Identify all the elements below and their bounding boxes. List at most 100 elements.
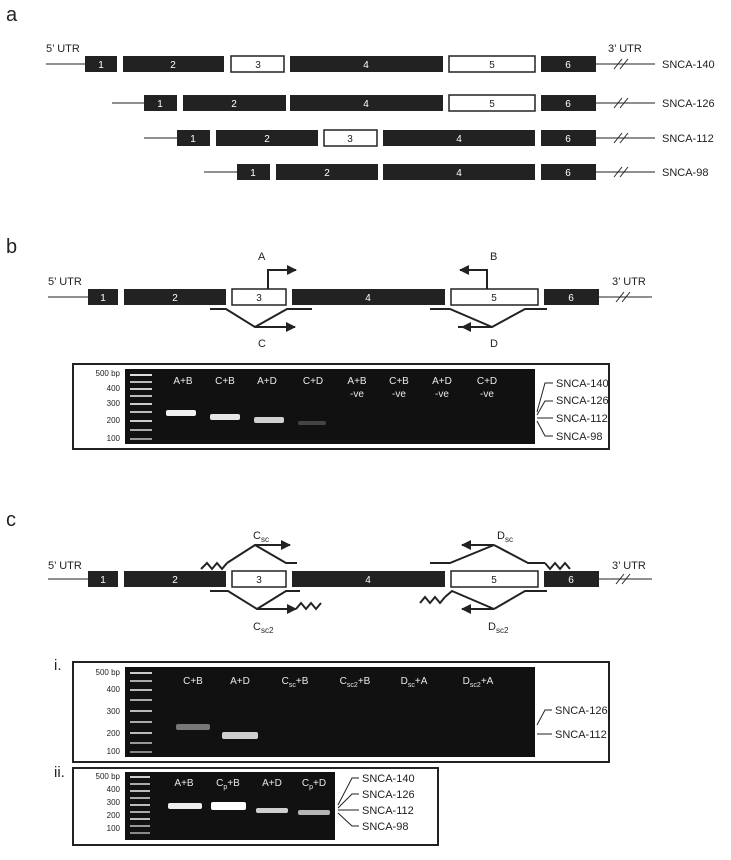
primer-d: D: [430, 308, 547, 350]
svg-text:1: 1: [100, 293, 106, 304]
isoform-legend-cii: SNCA-140 SNCA-126 SNCA-112 SNCA-98: [337, 773, 415, 833]
ladder-label: 200: [107, 729, 121, 738]
svg-text:3: 3: [256, 293, 262, 304]
lane-neg-label: -ve: [435, 389, 449, 400]
svg-text:5: 5: [491, 293, 497, 304]
svg-text:SNCA-140: SNCA-140: [556, 378, 609, 390]
ladder-label: 500 bp: [96, 668, 121, 677]
isoform-label: SNCA-98: [662, 167, 708, 179]
exon-3: [231, 570, 287, 588]
lane-label: A+B: [173, 376, 193, 387]
svg-text:Csc2: Csc2: [253, 621, 274, 635]
svg-text:6: 6: [565, 99, 571, 110]
exon-6: [541, 164, 596, 180]
ladder-label: 300: [107, 798, 121, 807]
exon-5: [450, 288, 539, 306]
svg-text:5’ UTR: 5’ UTR: [48, 276, 82, 288]
svg-text:SNCA-140: SNCA-140: [362, 773, 415, 785]
isoform-legend-ci: SNCA-126 SNCA-112: [536, 705, 608, 741]
svg-text:Csc: Csc: [253, 530, 269, 544]
exon-4: [290, 95, 443, 111]
exon-6: [541, 130, 596, 146]
svg-text:SNCA-112: SNCA-112: [556, 413, 608, 425]
svg-text:SNCA-112: SNCA-112: [555, 729, 607, 741]
exon-1: [85, 56, 117, 72]
exon-5: [450, 570, 539, 588]
svg-text:2: 2: [264, 134, 270, 145]
exon-2: [123, 56, 224, 72]
svg-text:3’ UTR: 3’ UTR: [612, 560, 646, 572]
ladder-label: 100: [107, 824, 121, 833]
isoform-label: SNCA-140: [662, 59, 715, 71]
lane-label: A+D: [230, 676, 250, 687]
lane-label: C+D: [303, 376, 323, 387]
svg-text:SNCA-126: SNCA-126: [362, 789, 415, 801]
svg-text:3: 3: [255, 60, 261, 71]
svg-text:A: A: [258, 251, 266, 263]
lane-label: A+B: [174, 778, 194, 789]
exon-4: [383, 130, 535, 146]
ladder-label: 400: [107, 785, 121, 794]
panel-label-b: b: [6, 236, 17, 258]
exon-1: [237, 164, 270, 180]
ladder-label: 200: [107, 416, 121, 425]
exon-3: [231, 288, 287, 306]
svg-text:D: D: [490, 338, 498, 350]
svg-text:4: 4: [456, 134, 462, 145]
svg-text:Dsc2: Dsc2: [488, 621, 509, 635]
lane-label: C+B: [389, 376, 409, 387]
ladder-label: 500 bp: [96, 369, 121, 378]
gel-band: [211, 802, 246, 810]
lane-label: Csc2+B: [340, 676, 371, 689]
exon-2: [276, 164, 378, 180]
primer-c: C: [210, 308, 312, 350]
svg-text:1: 1: [250, 168, 256, 179]
svg-text:3: 3: [347, 134, 353, 145]
lane-label: A+B: [347, 376, 367, 387]
lane-label: Csc+B: [282, 676, 309, 689]
lane-label: A+D: [257, 376, 277, 387]
primer-dsc: Dsc: [430, 530, 571, 571]
gel-band: [256, 808, 288, 813]
isoform-row-snca-112: 1 2 3 4 6 SNCA-112: [144, 129, 714, 147]
svg-text:4: 4: [365, 293, 371, 304]
primer-dsc2: Dsc2: [419, 589, 547, 635]
isoform-label: SNCA-112: [662, 133, 714, 145]
exon-1: [88, 289, 118, 305]
lane-label: C+B: [215, 376, 235, 387]
svg-text:5: 5: [489, 60, 495, 71]
isoform-row-snca-98: 1 2 4 6 SNCA-98: [204, 164, 708, 180]
svg-text:C: C: [258, 338, 266, 350]
exon-4: [292, 571, 445, 587]
svg-text:1: 1: [157, 99, 163, 110]
five-utr-label: 5’ UTR: [46, 43, 80, 55]
gel-frame-b: [72, 363, 610, 450]
ladder-label: 300: [107, 399, 121, 408]
lane-neg-label: -ve: [392, 389, 406, 400]
lane-label: A+D: [432, 376, 452, 387]
exon-2: [124, 571, 226, 587]
gel-band: [166, 410, 196, 416]
svg-text:SNCA-112: SNCA-112: [362, 805, 414, 817]
lane-label: C+D: [477, 376, 497, 387]
lane-label: Dsc2+A: [463, 676, 494, 689]
exon-1: [177, 130, 210, 146]
svg-text:SNCA-98: SNCA-98: [362, 821, 408, 833]
ladder-label: 500 bp: [96, 772, 121, 781]
svg-text:4: 4: [363, 99, 369, 110]
exon-1: [88, 571, 118, 587]
svg-text:6: 6: [568, 575, 574, 586]
lane-label: A+D: [262, 778, 282, 789]
exon-2: [216, 130, 318, 146]
exon-5: [448, 94, 536, 112]
svg-text:6: 6: [565, 134, 571, 145]
panel-label-c: c: [6, 509, 16, 531]
svg-text:SNCA-126: SNCA-126: [556, 395, 609, 407]
gel-band: [210, 414, 240, 420]
exon-6: [544, 571, 599, 587]
gel-frame-ci: [72, 661, 610, 763]
ladder-label: 400: [107, 384, 121, 393]
exon-6: [541, 56, 596, 72]
ladder-label: 100: [107, 434, 121, 443]
